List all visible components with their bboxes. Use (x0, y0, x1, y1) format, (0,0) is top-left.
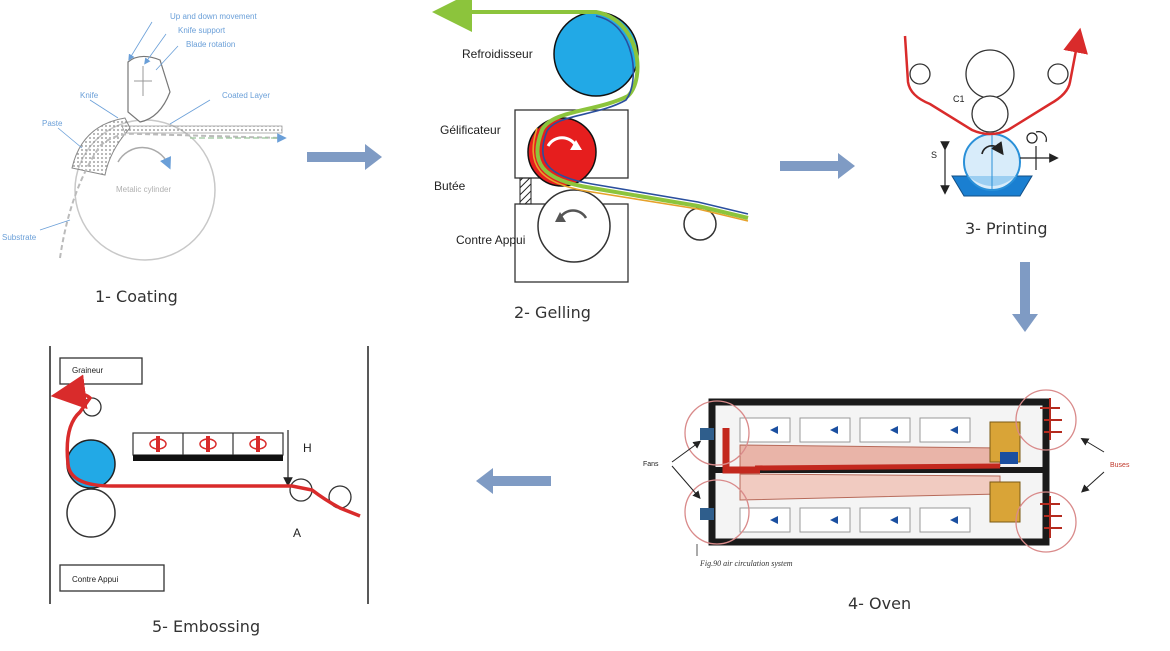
cooler-roll (553, 11, 639, 97)
embossing-roll (66, 439, 116, 489)
label-cooler: Refroidisseur (462, 47, 533, 61)
oven-illustration: Fans Buses Fig.90 air circulation system (643, 389, 1130, 568)
burner-upper-right-ring (1015, 389, 1077, 451)
heater-bar (132, 432, 284, 461)
flow-arrow-4-to-5 (476, 468, 551, 494)
fan-upper-icon (700, 428, 714, 440)
counter-roll (66, 488, 116, 538)
burner-upper-icon (1040, 398, 1062, 440)
right-guide-roll (1047, 63, 1069, 85)
burner-lower-right-ring (1015, 491, 1077, 553)
printing-illustration: C1 S (903, 27, 1088, 197)
label-h: H (303, 441, 312, 455)
caption-coating: 1- Coating (95, 287, 178, 306)
paste (71, 117, 131, 176)
label-counter-support-emboss: Contre Appui (72, 575, 118, 584)
label-coated-layer: Coated Layer (222, 91, 270, 100)
label-grainer: Graineur (72, 366, 103, 375)
caption-oven: 4- Oven (848, 594, 911, 613)
counter-support-roll (537, 189, 611, 263)
caption-embossing: 5- Embossing (152, 617, 260, 636)
caption-printing: 3- Printing (965, 219, 1048, 238)
label-knife: Knife (80, 91, 99, 100)
label-knife-support: Knife support (178, 26, 226, 35)
label-up-down-movement: Up and down movement (170, 12, 257, 21)
oven-figure-note: Fig.90 air circulation system (699, 559, 793, 568)
label-gellifier: Gélificateur (440, 123, 501, 137)
flow-arrow-2-to-3 (780, 153, 855, 179)
label-burners: Buses (1110, 462, 1130, 469)
left-guide-roll (909, 63, 931, 85)
gelling-illustration: Refroidisseur Gélificateur Butée Contre … (432, 0, 749, 283)
counter-support-box (59, 564, 165, 592)
label-fans: Fans (643, 461, 659, 468)
label-metallic-cylinder: Metalic cylinder (116, 185, 171, 194)
coating-illustration: Up and down movement Knife support Blade… (2, 12, 287, 261)
fan-lower-icon (700, 508, 714, 520)
label-s: S (931, 150, 937, 160)
impression-roll (971, 95, 1009, 133)
embossing-illustration: Graineur H A Contre Appui (49, 346, 369, 604)
web-path-red (50, 374, 361, 518)
flow-arrow-3-to-4 (1012, 262, 1038, 332)
label-substrate: Substrate (2, 233, 37, 242)
coated-layer (121, 125, 283, 134)
top-roll (965, 49, 1015, 99)
label-counter-support: Contre Appui (456, 233, 525, 247)
substrate (59, 132, 283, 259)
burner-lower-icon (1040, 496, 1062, 538)
label-blade-rotation: Blade rotation (186, 40, 235, 49)
web-path-red (903, 27, 1088, 136)
oven-lower-chambers (739, 507, 971, 533)
caption-gelling: 2- Gelling (514, 303, 591, 322)
knife (127, 55, 171, 123)
label-stop: Butée (434, 179, 466, 193)
fan-upper-left-ring (684, 400, 750, 466)
label-c1: C1 (953, 94, 965, 104)
stop-block (519, 177, 532, 205)
web-path-green (432, 0, 749, 220)
fan-lower-left-ring (684, 479, 750, 545)
label-a: A (293, 526, 301, 540)
label-paste: Paste (42, 119, 63, 128)
flow-arrow-1-to-2 (307, 144, 382, 170)
